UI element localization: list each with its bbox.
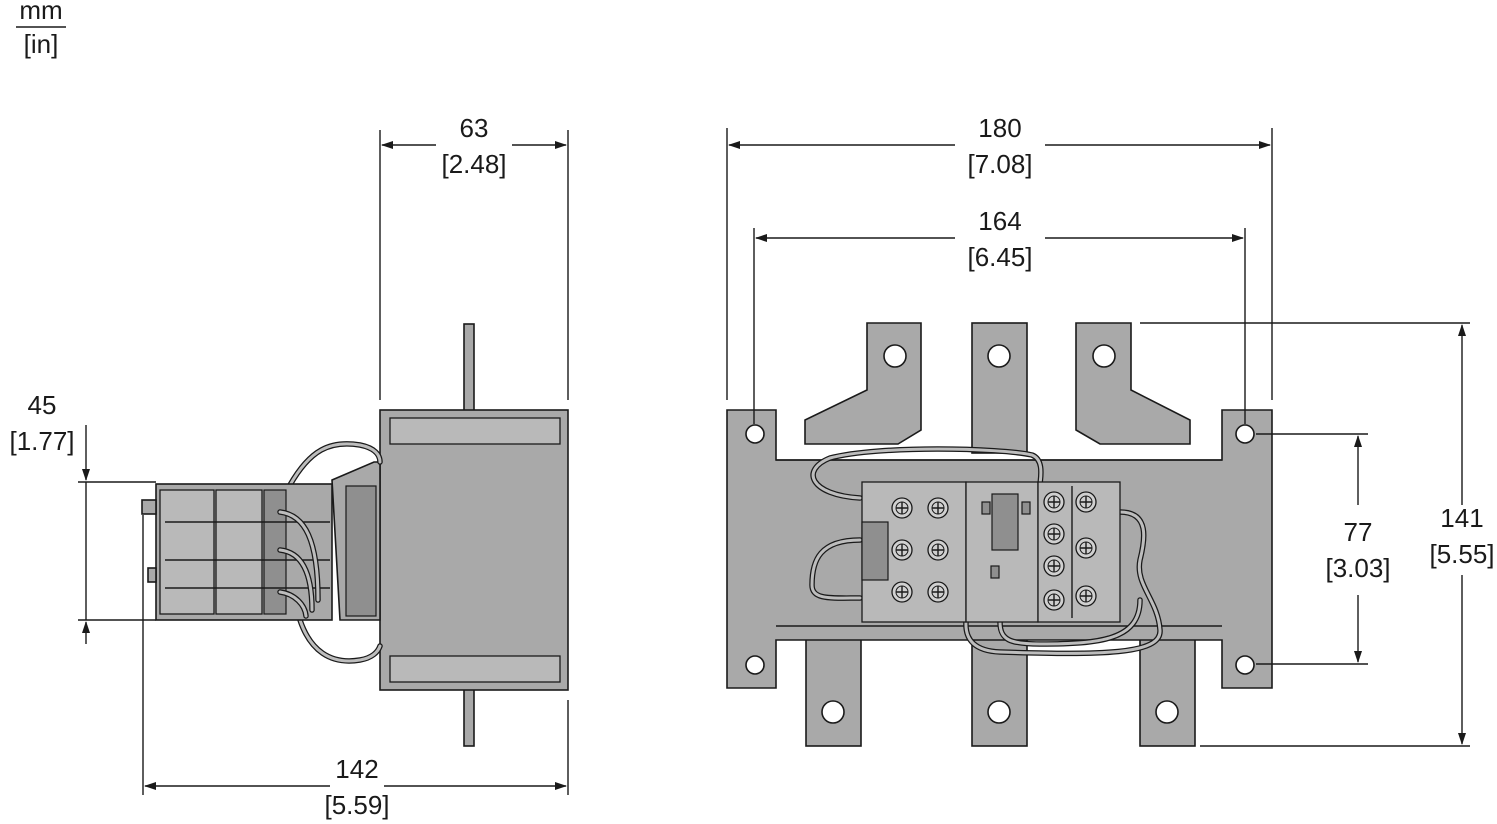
dim-front-hole-spacing-mm: 164 bbox=[978, 206, 1021, 236]
front-terminal-hole bbox=[1092, 344, 1116, 368]
front-screw bbox=[891, 581, 913, 603]
front-screw bbox=[1075, 491, 1097, 513]
front-terminal-hole bbox=[987, 344, 1011, 368]
front-relay-side-tab bbox=[861, 521, 889, 581]
dim-side-width-mm: 63 bbox=[460, 113, 489, 143]
dim-front-height-in: [5.55] bbox=[1429, 539, 1494, 569]
dim-front-width-mm: 180 bbox=[978, 113, 1021, 143]
front-screw bbox=[891, 539, 913, 561]
side-pin-bottom bbox=[147, 567, 157, 583]
dim-side-height-in: [1.77] bbox=[9, 426, 74, 456]
dim-side-height-mm: 45 bbox=[28, 390, 57, 420]
front-mounting-hole-top-right bbox=[1235, 424, 1255, 444]
front-view bbox=[726, 322, 1273, 747]
side-body-bottom-label-area bbox=[389, 655, 561, 683]
front-screw bbox=[927, 497, 949, 519]
units-legend: mm [in] bbox=[16, 0, 66, 59]
front-terminal-bar-top-2 bbox=[971, 322, 1028, 454]
front-screw bbox=[891, 497, 913, 519]
dim-side-depth: 142 [5.59] bbox=[142, 515, 569, 820]
dim-side-width: 63 [2.48] bbox=[379, 113, 569, 400]
dim-front-hole-spacing-in: [6.45] bbox=[967, 242, 1032, 272]
dim-front-overall-width: 180 [7.08] bbox=[726, 113, 1273, 400]
front-screw bbox=[1043, 555, 1065, 577]
dim-front-hole-vertical-mm: 77 bbox=[1344, 517, 1373, 547]
front-terminal-hole bbox=[987, 700, 1011, 724]
side-neck-channel bbox=[345, 485, 377, 617]
side-view bbox=[141, 323, 569, 747]
dim-side-depth-mm: 142 bbox=[335, 754, 378, 784]
unit-in: [in] bbox=[24, 29, 59, 59]
side-wire-bottom bbox=[297, 617, 383, 664]
front-terminal-hole bbox=[1155, 700, 1179, 724]
front-relay-reset-button bbox=[991, 493, 1019, 551]
dim-front-hole-vertical-in: [3.03] bbox=[1325, 553, 1390, 583]
front-screw bbox=[927, 539, 949, 561]
front-terminal-bar-bottom-3 bbox=[1139, 619, 1196, 747]
front-terminal-hole bbox=[883, 344, 907, 368]
front-relay-indicator bbox=[990, 565, 1000, 579]
front-terminal-bar-top-1 bbox=[804, 322, 922, 445]
dim-side-width-in: [2.48] bbox=[441, 149, 506, 179]
front-screw bbox=[1043, 523, 1065, 545]
side-main-body bbox=[379, 409, 569, 691]
front-screw bbox=[1043, 589, 1065, 611]
side-terminal-strip bbox=[159, 489, 215, 615]
unit-mm: mm bbox=[19, 0, 62, 25]
front-terminal-hole bbox=[821, 700, 845, 724]
dim-front-hole-spacing: 164 [6.45] bbox=[753, 206, 1246, 424]
dim-side-height: 45 [1.77] bbox=[9, 390, 156, 644]
front-mounting-hole-top-left bbox=[745, 424, 765, 444]
dim-side-depth-in: [5.59] bbox=[324, 790, 389, 820]
side-body-top-label-area bbox=[389, 417, 561, 445]
front-mounting-hole-bottom-right bbox=[1235, 655, 1255, 675]
front-screw bbox=[1043, 491, 1065, 513]
front-screw bbox=[1075, 585, 1097, 607]
dim-front-width-in: [7.08] bbox=[967, 149, 1032, 179]
side-pin-top bbox=[141, 499, 157, 515]
front-mounting-hole-bottom-left bbox=[745, 655, 765, 675]
front-screw bbox=[927, 581, 949, 603]
front-terminal-bar-bottom-1 bbox=[805, 619, 862, 747]
dim-front-overall-height: 141 [5.55] bbox=[1140, 322, 1495, 747]
front-screw bbox=[1075, 537, 1097, 559]
dim-front-height-mm: 141 bbox=[1440, 503, 1483, 533]
front-terminal-bar-top-3 bbox=[1075, 322, 1191, 445]
side-terminal-strip-2 bbox=[215, 489, 263, 615]
dim-front-hole-vertical: 77 [3.03] bbox=[1256, 433, 1391, 665]
